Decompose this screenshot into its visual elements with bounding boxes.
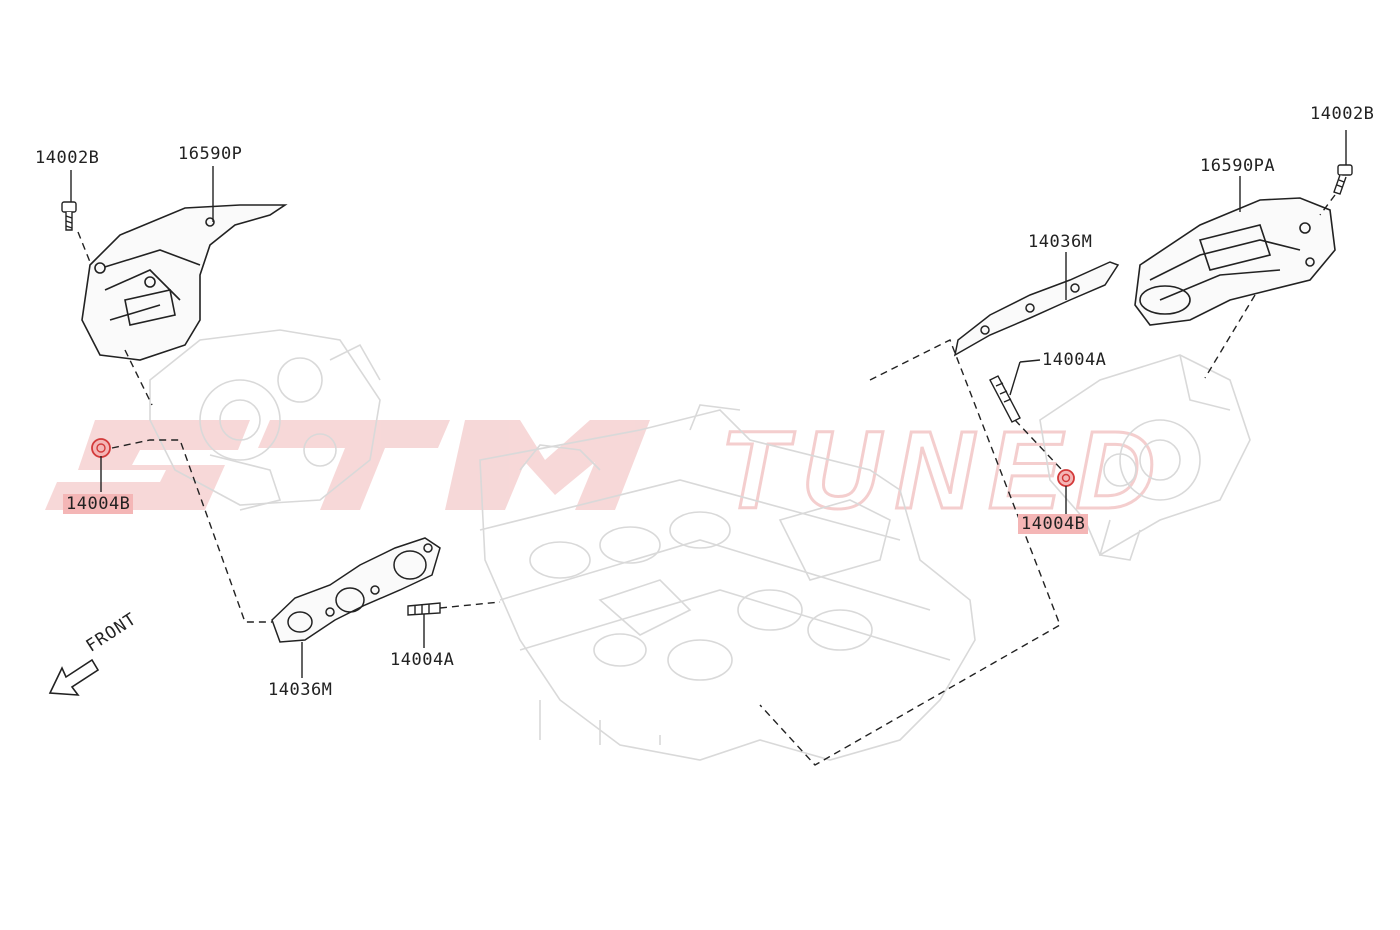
label-14036m-left: 14036M (268, 680, 333, 700)
engine-block-ghost (479, 404, 976, 761)
leader-lines (70, 130, 1347, 678)
left-nut-14004b (91, 438, 111, 458)
front-arrow-icon (48, 658, 100, 696)
label-16590p: 16590P (178, 144, 243, 164)
left-bolt-14002b (61, 201, 77, 231)
label-14004b-right: 14004B (1018, 514, 1089, 534)
label-14004b-left: 14004B (63, 494, 134, 514)
left-stud-14004a (407, 602, 441, 616)
label-14036m-right: 14036M (1028, 232, 1093, 252)
left-turbo-ghost (149, 329, 381, 511)
label-14002b-left: 14002B (35, 148, 100, 168)
label-14002b-right: 14002B (1310, 104, 1375, 124)
label-14004a-left: 14004A (390, 650, 455, 670)
right-gasket-14036m (953, 261, 1120, 357)
svg-text:TUNED: TUNED (720, 409, 1169, 532)
right-stud-14004a (989, 375, 1021, 423)
right-nut-14004b (1057, 469, 1075, 487)
label-14004a-right: 14004A (1042, 350, 1107, 370)
left-gasket-14036m (271, 537, 441, 643)
right-turbo-ghost (1039, 354, 1251, 561)
right-heat-shield-16590pa (1134, 197, 1336, 326)
right-bolt-14002b (1333, 164, 1353, 195)
assembly-dashed-lines (77, 194, 1336, 766)
left-heat-shield-16590p (81, 204, 288, 361)
label-16590pa: 16590PA (1200, 156, 1276, 176)
